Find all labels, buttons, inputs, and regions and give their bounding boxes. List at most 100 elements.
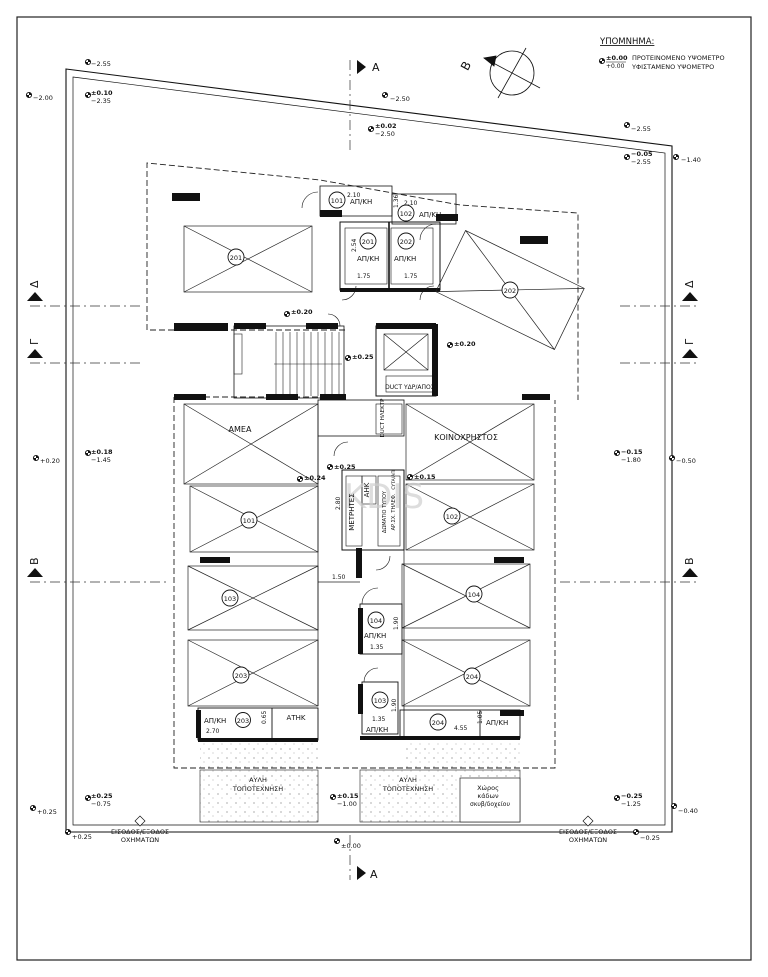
yard-2-label: ΑΥΛΗ [399,776,417,784]
level-l2: −2.00 [33,94,53,102]
level-l14: ±0.24 [304,474,326,482]
stairs [274,332,342,396]
yard-labels: ΑΥΛΗ ΤΟΠΟΤΕΧΝΗΣΗ ΑΥΛΗ ΤΟΠΟΤΕΧΝΗΣΗ Χώρος … [111,776,617,844]
level-l12a: ±0.18 [91,448,113,456]
parking-upper [183,225,585,350]
telecom-label-2: CYTA/ΑΠ [391,470,397,489]
dim-210-b: 2.10 [404,200,418,207]
level-markers: −2.55 −2.00 ±0.10−2.35 −2.50 ±0.02−2.50 … [25,58,701,850]
dim-105: 1.05 [477,710,484,724]
yard-1-label: ΑΥΛΗ [249,776,267,784]
section-markers [27,60,698,880]
store-104-number: 104 [370,617,382,625]
legend-existing-value: +0.00 [606,63,625,70]
level-l25: −0.40 [678,807,698,815]
store-102-label: ΑΠ/ΚΗ [419,211,441,219]
eac-label: ΑΗΚ [363,482,371,497]
section-lines [30,60,700,880]
store-103-label: ΑΠ/ΚΗ [366,726,388,734]
parking-101-number: 101 [243,517,255,525]
store-103-number: 103 [374,697,386,705]
level-l8: −1.40 [681,156,701,164]
level-l11: ±0.25 [352,353,374,361]
level-l21: +0.25 [72,833,92,841]
store-104-label: ΑΠ/ΚΗ [364,632,386,640]
bins-label-3: σκυβ/δοχείου [470,801,510,808]
level-l24a: −0.25 [621,792,643,800]
level-l5a: ±0.02 [375,122,396,130]
legend-title: ΥΠΟΜΝΗΜΑ: [599,37,654,47]
parking-201-number: 201 [230,254,242,262]
section-label-g-left: Γ [28,338,41,345]
store-204-number: 204 [432,719,444,727]
dim-175-a: 1.75 [357,273,371,280]
room-type-label: ΔΩΜΑΤΙΟ ΤΥΠΟΥ [382,490,388,533]
section-label-d-right: Δ [683,280,696,288]
dim-065: 0.65 [261,710,268,724]
level-l23: ±0.00 [341,842,361,850]
dim-270: 2.70 [206,728,220,735]
bins-label-2: κάδων [477,792,499,800]
parking-103-number: 103 [224,595,236,603]
meters-label: ΜΕΤΡΗΤΕΣ [348,493,356,530]
telecom-label: ΑΡ.ΣΧ. ΤΗΛΕΦ. [391,493,397,530]
dim-455: 4.55 [454,725,468,732]
store-101-label: ΑΠ/ΚΗ [350,198,372,206]
dim-175-b: 1.75 [404,273,418,280]
store-202-label: ΑΠ/ΚΗ [394,255,416,263]
legend: ΥΠΟΜΝΗΜΑ: ±0.00 +0.00 ΠΡΟΤΕΙΝΟΜΕΝΟ ΥΨΟΜΕ… [598,37,725,71]
dim-190-b: 1.90 [391,698,398,712]
ground-core [197,399,521,741]
level-l17a: −0.15 [621,448,643,456]
amea-label: ΑΜΕΑ [229,425,252,434]
level-l4: −2.50 [390,95,410,103]
dim-280: 2.80 [335,496,342,510]
upper-room-labels: 101 ΑΠ/ΚΗ 102 ΑΠ/ΚΗ 201 ΑΠ/ΚΗ 202 ΑΠ/ΚΗ … [227,191,519,391]
dim-135-b: 1.35 [372,716,386,723]
vehicle-exit-1-label: ΕΙΣΟΔΟΣ/ΕΞΟΔΟΣ [111,828,169,836]
dim-210-a: 2.10 [347,192,361,199]
parking-204-number: 204 [466,673,478,681]
section-label-a-top: A [372,61,380,74]
parking-203-number: 203 [235,672,247,680]
parking-202-number: 202 [504,287,516,295]
level-l17b: −1.80 [621,456,641,464]
level-l1: −2.55 [91,60,111,68]
compass-north-label: B [458,59,474,73]
vehicle-exit-2-sub: ΟΧΗΜΑΤΩΝ [569,836,607,844]
level-l7b: −2.55 [631,158,651,166]
legend-proposed-value: ±0.00 [606,54,628,62]
watermark: KDIS [344,477,424,517]
level-l18: −0.50 [676,457,696,465]
dim-254: 2.54 [351,238,358,252]
level-l19a: ±0.25 [91,792,113,800]
compass-icon [483,47,541,99]
store-102-number: 102 [400,210,412,218]
bins-label-1: Χώρος [477,784,499,792]
duct-hydraulic-label: DUCT ΥΔΡ/ΑΠΟΧ [385,384,435,391]
store-201-label: ΑΠ/ΚΗ [357,255,379,263]
legend-existing-label: ΥΦΙΣΤΑΜΕΝΟ ΥΨΟΜΕΤΡΟ [631,63,714,71]
level-l15: ±0.25 [334,463,356,471]
dim-150: 1.50 [332,574,346,581]
level-l3a: ±0.10 [91,89,113,97]
level-l12b: −1.45 [91,456,111,464]
plot-boundary [65,68,673,833]
yard-2-landscape: ΤΟΠΟΤΕΧΝΗΣΗ [382,785,433,793]
store-202-number: 202 [400,238,412,246]
store-101-number: 101 [331,197,343,205]
parking-102-number: 102 [446,513,458,521]
level-l3b: −2.35 [91,97,111,105]
dim-135-a: 1.35 [370,644,384,651]
level-l24b: −1.25 [621,800,641,808]
building-outline [146,162,579,769]
store-201-number: 201 [362,238,374,246]
level-l7a: −0.05 [631,150,653,158]
vehicle-exit-1-sub: ΟΧΗΜΑΤΩΝ [121,836,159,844]
drawing-frame [16,16,752,961]
ground-room-labels: ΑΜΕΑ ΚΟΙΝΟΧΡΗΣΤΟΣ DUCT ΗΛΕΚΤΡ 101 102 10… [204,398,508,734]
level-l9: ±0.20 [291,308,313,316]
duct-electrical-label: DUCT ΗΛΕΚΤΡ [380,398,386,438]
store-203-label: ΑΠ/ΚΗ [204,717,226,725]
